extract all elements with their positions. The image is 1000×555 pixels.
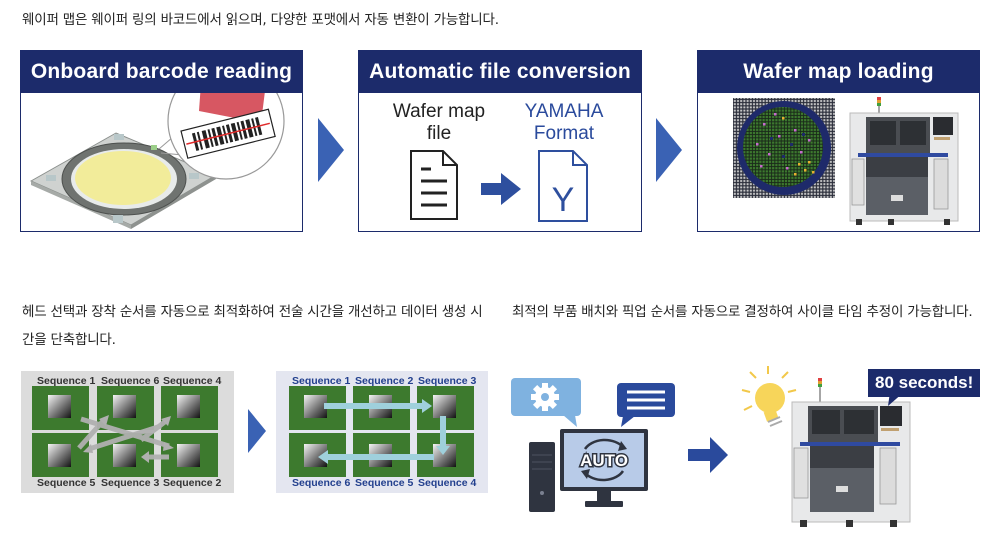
document-icon: [410, 150, 458, 220]
wafer-ring-barcode-illustration: [29, 93, 285, 229]
chip: [113, 444, 136, 467]
gear-icon: [531, 383, 559, 411]
caption-wafer-map-reading: 웨이퍼 맵은 웨이퍼 링의 바코드에서 읽으며, 다양한 포맷에서 자동 변환이…: [22, 12, 499, 28]
sequence-label: Sequence 1: [292, 375, 351, 387]
sequence-label: Sequence 4: [163, 375, 222, 387]
chip: [177, 444, 200, 467]
chip: [113, 395, 136, 418]
wafer-map-grid: [733, 98, 835, 198]
text-lines-icon: [627, 390, 665, 410]
laser-line: [186, 122, 270, 145]
panel-title: Onboard barcode reading: [21, 51, 302, 93]
caption-sequence-optimization: 헤드 선택과 장착 순서를 자동으로 최적화하여 전술 시간을 개선하고 데이터…: [22, 304, 483, 348]
chip: [433, 395, 456, 418]
auto-computer-illustration: AUTO: [511, 378, 675, 512]
sequence-label: Sequence 6: [292, 477, 351, 489]
flow-arrow-icon: [318, 118, 344, 182]
sequence-label: Sequence 2: [355, 375, 414, 387]
wafer-map-file-label: Wafer map file: [392, 101, 486, 144]
panel-title: Wafer map loading: [698, 51, 979, 93]
barcode-label: [180, 108, 276, 159]
sequence-label: Sequence 5: [355, 477, 414, 489]
wafer: [75, 151, 171, 205]
clip: [113, 215, 123, 223]
sequence-label: Sequence 3: [418, 375, 477, 387]
panel-title: Automatic file conversion: [359, 51, 641, 93]
panel-onboard-barcode-reading: Onboard barcode reading: [20, 50, 303, 232]
chip: [304, 395, 327, 418]
sequence-before-optimization: Sequence 1 Sequence 6 Sequence 4 Sequenc…: [21, 371, 234, 493]
clip: [46, 175, 56, 181]
pc-tower: [529, 442, 555, 512]
auto-text: AUTO: [580, 451, 628, 470]
pcb-grid-after: [289, 386, 474, 477]
chip: [304, 444, 327, 467]
sequence-label: Sequence 6: [101, 375, 160, 387]
file-conversion-illustration: Y: [410, 150, 588, 222]
flow-arrow-icon: [656, 118, 682, 182]
convert-arrow-icon: [481, 173, 521, 205]
wafer-map-loading-illustration: [733, 97, 959, 225]
chip: [48, 395, 71, 418]
chip: [177, 395, 200, 418]
monitor: AUTO: [560, 429, 648, 507]
sequence-label: Sequence 1: [37, 375, 96, 387]
yamaha-letter: Y: [552, 181, 575, 219]
clip: [114, 134, 124, 140]
barcode-tag: [151, 145, 157, 150]
chip: [433, 444, 456, 467]
panel-wafer-map-loading: Wafer map loading: [697, 50, 980, 232]
sequence-label: Sequence 2: [163, 477, 222, 489]
clip: [189, 173, 199, 179]
mounter-machine-image: [849, 97, 959, 225]
yamaha-format-label: YAMAHA Format: [524, 101, 604, 144]
optimized-path-arrows: [318, 399, 450, 464]
message-speech-bubble: [617, 383, 675, 427]
panel-automatic-file-conversion: Automatic file conversion Wafer map file…: [358, 50, 642, 232]
caption-cycle-time-estimation: 최적의 부품 배치와 픽업 순서를 자동으로 결정하여 사이클 타임 추정이 가…: [512, 304, 973, 320]
sequence-label: Sequence 3: [101, 477, 160, 489]
gear-speech-bubble: [511, 378, 581, 427]
cycle-time-machine-illustration: [741, 366, 911, 527]
crossing-path-arrows: [77, 416, 170, 460]
cycle-time-speech-bubble: 80 seconds!: [868, 369, 981, 397]
light-bulb-icon: [741, 366, 797, 427]
sequence-after-optimization: Sequence 1 Sequence 2 Sequence 3 Sequenc…: [276, 371, 488, 493]
sequence-label: Sequence 5: [37, 477, 96, 489]
flow-arrow-icon: [688, 437, 728, 473]
chip: [48, 444, 71, 467]
pcb-grid-before: [32, 386, 218, 477]
refresh-arrow-icon: [583, 438, 624, 450]
flow-arrow-icon: [248, 409, 266, 453]
yamaha-document-icon: Y: [538, 150, 588, 222]
mounter-machine-image: [791, 378, 911, 527]
sequence-label: Sequence 4: [418, 477, 477, 489]
